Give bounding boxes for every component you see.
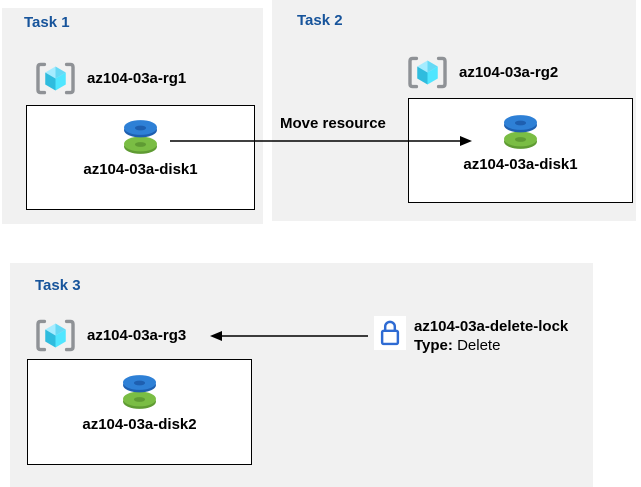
resource-group-3: az104-03a-rg3 (35, 317, 186, 354)
task-3-title: Task 3 (35, 277, 81, 294)
lock-icon-background (374, 316, 406, 350)
task-2-panel: Task 2 az104-03a-rg2 az104-03a-disk1 (272, 0, 636, 221)
disk-icon (116, 118, 165, 156)
lock-type-label: Type: Delete (414, 337, 568, 354)
disk-box-2: az104-03a-disk1 (408, 98, 633, 203)
task-1-title: Task 1 (24, 14, 70, 31)
lock-type-key: Type: (414, 337, 453, 354)
task-2-title: Task 2 (297, 12, 343, 29)
resource-group-icon (407, 54, 448, 91)
disk-icon (496, 113, 545, 151)
move-resource-label: Move resource (280, 115, 386, 132)
lock-type-value: Delete (457, 337, 501, 354)
task-3-panel: Task 3 az104-03a-rg3 az104-03a-disk2 (10, 263, 593, 487)
resource-group-icon (35, 60, 76, 97)
disk-3-label: az104-03a-disk2 (82, 416, 197, 433)
resource-group-3-label: az104-03a-rg3 (87, 327, 187, 344)
disk-2-label: az104-03a-disk1 (463, 156, 578, 173)
resource-group-icon (35, 317, 76, 354)
lock-name-label: az104-03a-delete-lock (414, 318, 569, 335)
disk-box-1: az104-03a-disk1 (26, 105, 255, 210)
disk-1-label: az104-03a-disk1 (83, 161, 198, 178)
delete-lock: az104-03a-delete-lock Type: Delete (374, 316, 568, 354)
disk-icon (115, 373, 164, 411)
task-1-panel: Task 1 az104-03a-rg1 az104-03a-disk1 (2, 8, 263, 224)
resource-group-1-label: az104-03a-rg1 (87, 70, 187, 87)
resource-group-1: az104-03a-rg1 (35, 60, 186, 97)
resource-group-2: az104-03a-rg2 (407, 54, 558, 91)
disk-box-3: az104-03a-disk2 (27, 359, 252, 465)
resource-group-2-label: az104-03a-rg2 (459, 64, 559, 81)
lock-icon (376, 318, 404, 348)
lock-text: az104-03a-delete-lock Type: Delete (414, 316, 568, 354)
